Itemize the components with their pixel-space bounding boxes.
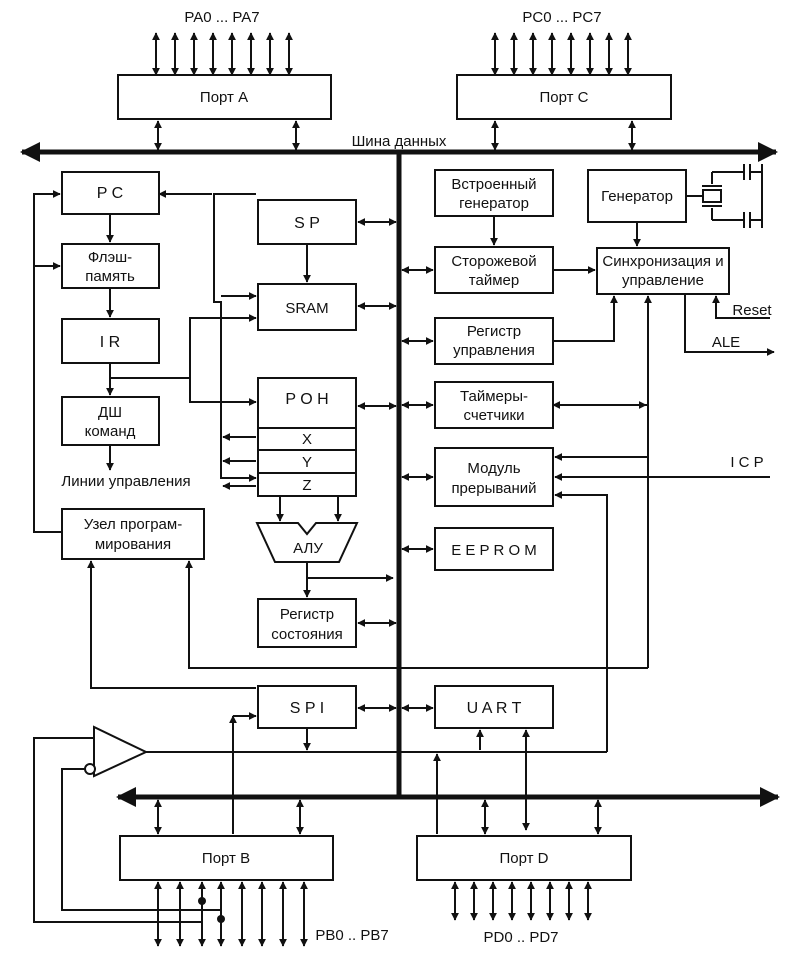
right-bus-links — [401, 266, 434, 712]
port-b-block — [119, 835, 334, 881]
programming-label-1: Узел програм- — [84, 516, 182, 533]
osc-int-label-1: Встроенный — [451, 176, 536, 193]
uart-label: U A R T — [467, 700, 522, 717]
alu-block — [255, 522, 359, 563]
gpr-label: P O H — [285, 391, 328, 408]
gpr-block — [257, 377, 357, 429]
eeprom-label: E E P R O M — [451, 542, 537, 559]
port-d-label: Порт D — [499, 850, 548, 867]
port-b-pins-label: PB0 .. PB7 — [315, 927, 388, 944]
port-a-pins-label: PA0 ... PA7 — [184, 9, 259, 26]
flash-block — [61, 243, 160, 289]
programming-label-2: мирования — [95, 536, 171, 553]
uart-block — [434, 685, 554, 729]
alu-label: АЛУ — [293, 540, 323, 557]
decoder-label-2: команд — [85, 423, 136, 440]
sram-block — [257, 283, 357, 331]
capacitor-icon — [743, 164, 763, 228]
osc-int-label-2: генератор — [459, 195, 529, 212]
ale-label: ALE — [712, 334, 740, 351]
decoder-block — [61, 396, 160, 446]
flash-label-1: Флэш- — [88, 249, 132, 266]
control-lines-label: Линии управления — [61, 473, 190, 490]
sync-connectors — [552, 222, 775, 668]
sync-label-2: управление — [622, 272, 704, 289]
reg-x-label: X — [302, 431, 312, 448]
port-c-pins-label: PC0 ... PC7 — [522, 9, 601, 26]
port-c-block — [456, 74, 672, 120]
flash-label-2: память — [85, 268, 135, 285]
reset-label: Reset — [732, 302, 772, 319]
port-a-pins — [152, 32, 293, 76]
interrupt-label-2: прерываний — [451, 480, 536, 497]
sync-block — [596, 247, 730, 295]
programming-feedback — [87, 560, 648, 689]
timers-block — [434, 381, 554, 429]
status-block — [257, 598, 357, 648]
sp-label: S P — [294, 215, 320, 232]
pc-label: P C — [97, 185, 123, 202]
port-c-pins — [491, 32, 632, 76]
timers-label-1: Таймеры- — [460, 388, 528, 405]
port-d-block — [416, 835, 632, 881]
port-b-pins — [154, 881, 308, 947]
alu-output — [303, 562, 394, 598]
interrupt-inputs — [554, 453, 770, 752]
sram-label: SRAM — [285, 300, 328, 317]
icp-label: I C P — [730, 454, 763, 471]
generator-label: Генератор — [601, 188, 673, 205]
bus-label: Шина данных — [352, 133, 447, 150]
ir-label: I R — [100, 334, 120, 351]
status-label-2: состояния — [271, 626, 342, 643]
reg-z-block — [257, 472, 357, 497]
port-b-label: Порт B — [202, 850, 250, 867]
comparator-icon — [33, 725, 225, 923]
port-c-label: Порт C — [539, 89, 588, 106]
programming-block — [61, 508, 205, 560]
sync-label-1: Синхронизация и — [602, 253, 723, 270]
port-d-pins-label: PD0 .. PD7 — [483, 929, 558, 946]
spi-label: S P I — [290, 700, 324, 717]
interrupt-block — [434, 447, 554, 507]
status-label-1: Регистр — [280, 606, 334, 623]
port-a-label: Порт A — [200, 89, 248, 106]
decoder-label-1: ДШ — [98, 404, 122, 421]
crystal-icon — [686, 171, 744, 221]
timers-label-2: счетчики — [464, 407, 525, 424]
pc-block — [61, 171, 160, 215]
watchdog-label-2: таймер — [469, 272, 519, 289]
control-reg-label-2: управления — [453, 342, 535, 359]
left-column-connectors — [33, 190, 257, 533]
interrupt-label-1: Модуль — [467, 460, 520, 477]
osc-int-block — [434, 169, 554, 217]
port-d-pins — [451, 881, 592, 921]
reg-z-label: Z — [302, 477, 311, 494]
control-reg-block — [434, 317, 554, 365]
reg-y-label: Y — [302, 454, 312, 471]
eeprom-block — [434, 527, 554, 571]
spi-block — [257, 685, 357, 729]
alu-inputs — [276, 496, 342, 522]
port-a-block — [117, 74, 332, 120]
watchdog-label-1: Сторожевой — [451, 253, 536, 270]
sp-block — [257, 199, 357, 245]
middle-bus-links — [357, 218, 397, 712]
control-reg-label-1: Регистр — [467, 323, 521, 340]
lower-connectors — [146, 712, 607, 834]
